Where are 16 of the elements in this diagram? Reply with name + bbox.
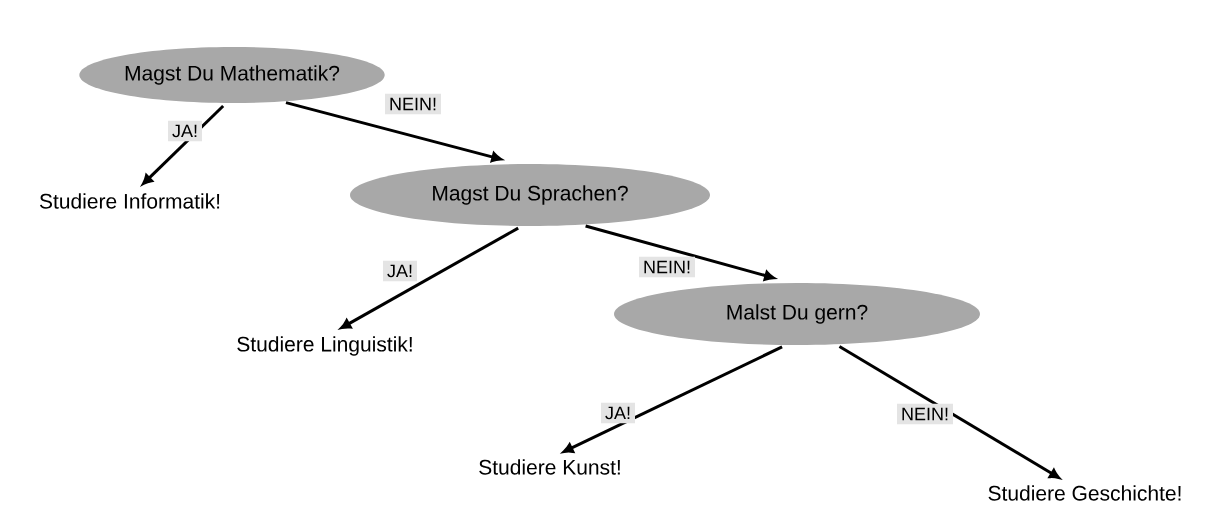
answer-text: Studiere Geschichte!: [988, 485, 1181, 501]
edge-label: NEIN!: [897, 403, 953, 425]
edge-label: NEIN!: [639, 256, 695, 278]
arrow: [838, 345, 1060, 479]
edge-label: NEIN!: [385, 93, 441, 115]
answer-text: Studiere Kunst!: [479, 459, 620, 475]
arrow: [142, 104, 225, 185]
arrow: [285, 101, 502, 163]
arrow: [585, 224, 775, 281]
edge-label: JA!: [383, 260, 417, 282]
answer-text: Studiere Informatik!: [39, 193, 220, 209]
arrow: [562, 345, 783, 453]
arrow: [340, 226, 519, 330]
edge-label: JA!: [168, 120, 202, 142]
edge-label: JA!: [601, 402, 635, 424]
answer-text: Studiere Linguistik!: [237, 336, 412, 356]
